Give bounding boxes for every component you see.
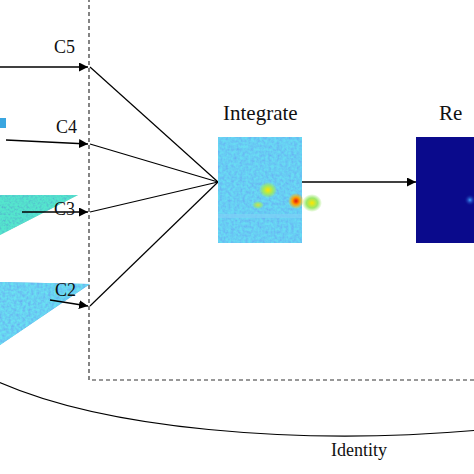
path-label: Identity xyxy=(331,440,387,461)
refine-heatmap xyxy=(416,137,474,243)
heatmap-node: Integrate xyxy=(218,137,302,243)
pyramid-fragment xyxy=(0,118,6,128)
level-label: C4 xyxy=(56,117,77,138)
node-title: Re xyxy=(439,101,462,126)
heatmap-node: Re xyxy=(416,137,474,243)
merge-lines xyxy=(90,67,218,306)
feature-arrow xyxy=(50,300,88,306)
level-label: C3 xyxy=(54,199,75,220)
pyramid-level xyxy=(0,280,92,350)
level-label: C5 xyxy=(54,37,75,58)
node-title: Integrate xyxy=(223,101,298,126)
flow-arrow xyxy=(302,181,416,182)
identity-curve xyxy=(0,378,474,436)
feature-arrow xyxy=(0,66,88,67)
pyramid-level xyxy=(0,190,80,240)
feature-arrow xyxy=(6,140,88,144)
integrate-heatmap xyxy=(218,137,322,243)
level-label: C2 xyxy=(55,280,76,301)
